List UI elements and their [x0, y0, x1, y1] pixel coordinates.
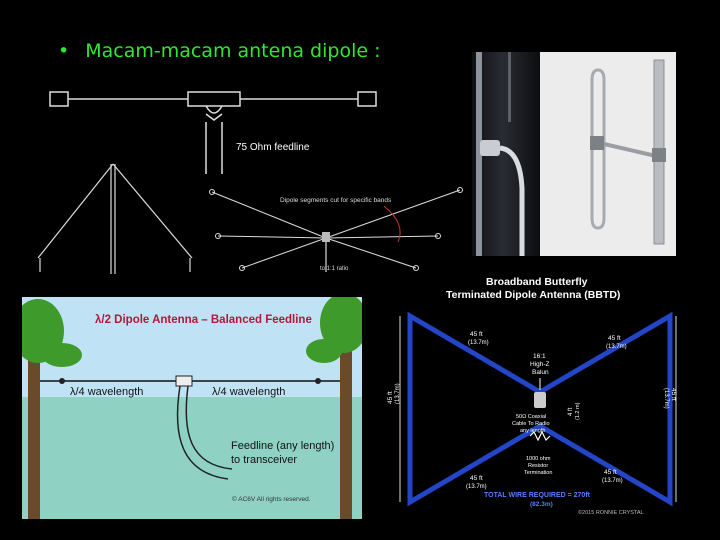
fan-wire-3: [242, 238, 326, 268]
title-text: Macam-macam antena dipole :: [85, 40, 380, 62]
antenna-photo-1-drawing: [472, 52, 540, 256]
fan-center-hub: [322, 232, 330, 242]
panel-title: λ/2 Dipole Antenna – Balanced Feedline: [95, 314, 312, 326]
fan-dipole-panel: Dipole segments cut for specific bands t…: [204, 180, 468, 280]
inverted-v-diagram: [30, 158, 206, 274]
photo1-rod: [508, 52, 511, 122]
center-insulator: [188, 92, 240, 106]
right-wavelength-label: λ/4 wavelength: [212, 386, 285, 398]
fan-wire-2: [218, 236, 326, 238]
side-left-m: (13.7m): [395, 383, 401, 404]
fan-segments-label: Dipole segments cut for specific bands: [280, 197, 392, 204]
fan-dipole-diagram: Dipole segments cut for specific bands t…: [204, 180, 468, 280]
gap-label-m: (1.2 m): [575, 402, 581, 420]
total-wire: TOTAL WIRE REQUIRED = 270ft: [484, 492, 591, 499]
right-tree-branch: [306, 339, 342, 363]
left-insulator: [50, 92, 68, 106]
balun-box: [534, 392, 546, 408]
inverted-v-panel: [30, 158, 206, 274]
left-end-insulator: [59, 378, 65, 384]
dim-bottom-left: 45 ft: [470, 475, 483, 482]
dim-top-right: 45 ft: [608, 335, 621, 342]
dim-bottom-right-m: (13.7m): [602, 478, 623, 484]
antenna-photo-2: [540, 52, 676, 256]
feedline-label-line2: to transceiver: [231, 454, 297, 466]
slide-title: • Macam-macam antena dipole :: [58, 40, 380, 62]
photo1-cable: [500, 148, 522, 256]
right-end-insulator: [315, 378, 321, 384]
inverted-v-right-leg: [113, 164, 192, 258]
antenna-photo-2-drawing: [540, 52, 676, 256]
resistor-line1: 1000 ohm: [526, 456, 551, 462]
half-wave-dipole-panel: λ/2 Dipole Antenna – Balanced Feedline λ…: [22, 297, 362, 519]
coax-line1: 50Ω Coaxial: [516, 414, 546, 420]
feed-clamp: [206, 114, 222, 120]
panel-copyright: © AC6V All rights reserved.: [232, 495, 311, 503]
feedline-label-line1: Feedline (any length): [231, 440, 334, 452]
balun-line1: 16:1: [533, 353, 546, 360]
dim-top-left-m: (13.7m): [468, 340, 489, 346]
left-tree-trunk: [28, 351, 40, 519]
bbtd-diagram: Broadband Butterfly Terminated Dipole An…: [378, 270, 678, 520]
bullet: •: [58, 40, 69, 62]
inverted-v-left-leg: [38, 164, 113, 258]
feedline-label: 75 Ohm feedline: [236, 142, 310, 153]
side-right-label: 45 ft: [670, 388, 677, 401]
side-left-label: 45 ft: [387, 391, 394, 404]
fan-wire-6: [326, 238, 416, 268]
fan-wire-5: [326, 236, 438, 238]
dim-bottom-left-m: (13.7m): [466, 484, 487, 490]
dim-bottom-right: 45 ft: [604, 469, 617, 476]
photo1-connector: [480, 140, 500, 156]
resistor-line3: Termination: [524, 470, 552, 476]
bbtd-title-line2: Terminated Dipole Antenna (BBTD): [446, 289, 620, 301]
bbtd-copyright: ©2015 RONNIE CRYSTAL: [578, 509, 644, 516]
total-wire-m: (82.3m): [530, 501, 553, 508]
antenna-photo-1: [472, 52, 540, 256]
left-tree-branch: [42, 343, 82, 367]
photo2-support-arm: [604, 144, 656, 156]
photo2-clamp: [652, 148, 666, 162]
bbtd-panel: Broadband Butterfly Terminated Dipole An…: [378, 270, 678, 520]
dim-top-left: 45 ft: [470, 331, 483, 338]
right-tree-trunk: [340, 345, 352, 519]
feed-loop: [206, 106, 222, 113]
side-right-m: (13.7m): [663, 388, 669, 409]
ground: [22, 397, 362, 519]
balun-line3: Balun: [532, 369, 549, 376]
center-insulator-block: [176, 376, 192, 386]
dim-top-right-m: (13.7m): [606, 344, 627, 350]
bbtd-title-line1: Broadband Butterfly: [486, 276, 588, 288]
resistor-line2: Resistor: [528, 463, 548, 469]
fan-bottom-label: to 1:1 ratio: [320, 266, 349, 272]
half-wave-dipole-illustration: λ/2 Dipole Antenna – Balanced Feedline λ…: [22, 297, 362, 519]
coax-line2: Cable To Radio: [512, 421, 550, 427]
balun-line2: High-Z: [530, 361, 550, 368]
photo2-feed-box: [590, 136, 604, 150]
right-insulator: [358, 92, 376, 106]
left-wavelength-label: λ/4 wavelength: [70, 386, 143, 398]
gap-label: 4 ft: [568, 407, 574, 416]
